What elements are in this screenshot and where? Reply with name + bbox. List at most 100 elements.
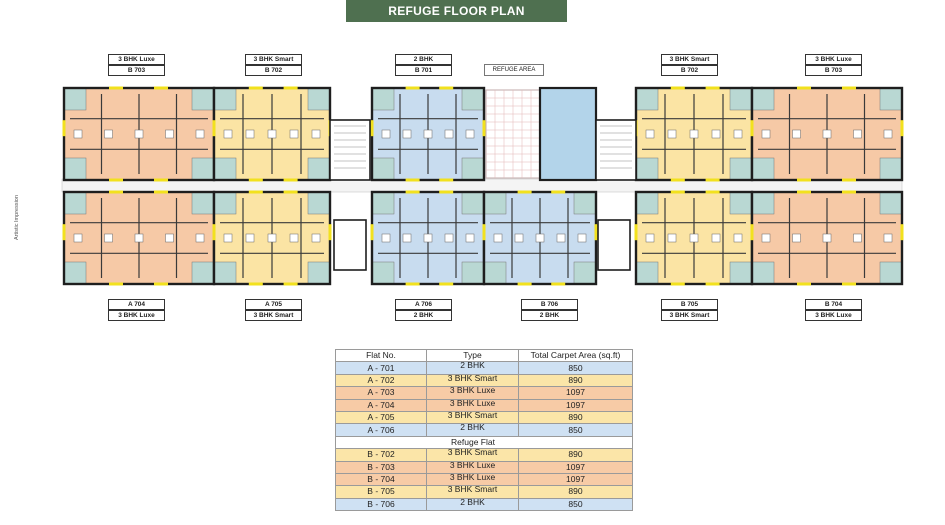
cell-flat: B - 706	[335, 497, 427, 512]
fixture	[165, 233, 174, 243]
balcony	[191, 261, 215, 285]
fixture	[165, 129, 174, 139]
balcony	[191, 87, 215, 111]
cell-type: 2 BHK	[426, 497, 519, 512]
unit-number-tag: B 702	[245, 65, 302, 76]
window	[370, 120, 374, 137]
cell-flat: A - 703	[335, 386, 427, 400]
fixture	[381, 233, 391, 243]
window	[670, 190, 685, 194]
fixture	[761, 233, 771, 243]
fixture	[493, 233, 503, 243]
fixture	[104, 129, 113, 139]
table-header-row: Flat No. Type Total Carpet Area (sq.ft)	[335, 348, 633, 363]
fixture	[761, 129, 771, 139]
balcony	[213, 87, 237, 111]
balcony	[635, 261, 659, 285]
window	[670, 86, 685, 90]
fixture	[822, 129, 832, 139]
unit-number-tag: B 704	[805, 299, 862, 310]
balcony	[63, 157, 87, 181]
cell-type: 3 BHK Luxe	[426, 472, 519, 487]
lift-core	[333, 219, 367, 271]
fixture	[381, 129, 391, 139]
cell-area: 850	[518, 423, 633, 437]
window	[154, 282, 168, 286]
fixture	[514, 233, 524, 243]
balcony	[635, 87, 659, 111]
balcony	[63, 191, 87, 215]
balcony	[371, 191, 395, 215]
balcony	[461, 191, 485, 215]
balcony	[751, 157, 775, 181]
fixture	[223, 233, 233, 243]
unit-type-tag: 3 BHK Luxe	[805, 310, 862, 321]
unit-number-tag: B 703	[805, 65, 862, 76]
cell-area: 1097	[518, 472, 633, 487]
window	[634, 224, 638, 241]
balcony	[191, 157, 215, 181]
cell-type: 3 BHK Luxe	[426, 398, 519, 412]
balcony	[879, 157, 903, 181]
window	[842, 190, 856, 194]
cell-area: 850	[518, 361, 633, 375]
fixture	[134, 233, 144, 243]
balcony	[191, 191, 215, 215]
unit-number-tag: B 703	[108, 65, 165, 76]
staircase-core	[329, 119, 371, 181]
unit-type-tag: 3 BHK Smart	[245, 54, 302, 65]
window	[109, 86, 123, 90]
window	[62, 120, 66, 137]
window	[670, 178, 685, 182]
fixture	[245, 129, 255, 139]
cell-area: 890	[518, 410, 633, 425]
window	[405, 190, 420, 194]
window	[283, 86, 298, 90]
fixture	[73, 233, 83, 243]
balcony	[573, 191, 597, 215]
balcony	[461, 87, 485, 111]
lift-core	[597, 219, 631, 271]
window	[439, 178, 454, 182]
balcony	[63, 87, 87, 111]
balcony	[879, 261, 903, 285]
window	[842, 178, 856, 182]
balcony	[461, 157, 485, 181]
unit-number-tag: B 705	[661, 299, 718, 310]
fixture	[402, 233, 412, 243]
window	[405, 178, 420, 182]
window	[248, 282, 263, 286]
cell-flat: B - 703	[335, 460, 427, 474]
unit-type-tag: 2 BHK	[395, 54, 452, 65]
refuge-area-label: REFUGE AREA	[484, 64, 544, 76]
cell-flat: A - 701	[335, 361, 427, 375]
cell-flat: B - 704	[335, 472, 427, 487]
fixture	[883, 129, 893, 139]
window	[482, 120, 486, 137]
balcony	[213, 261, 237, 285]
cell-type: 3 BHK Smart	[426, 373, 519, 388]
unit-number-tag: B 706	[521, 299, 578, 310]
balcony	[729, 87, 753, 111]
window	[370, 224, 374, 241]
table-row: Refuge Flat	[335, 435, 633, 450]
fixture	[311, 129, 321, 139]
balcony	[483, 191, 507, 215]
unit-number-tag: A 704	[108, 299, 165, 310]
window	[328, 224, 332, 241]
unit-type-tag: 3 BHK Luxe	[805, 54, 862, 65]
balcony	[213, 191, 237, 215]
window	[405, 86, 420, 90]
fixture	[311, 233, 321, 243]
cell-flat: B - 705	[335, 485, 427, 499]
window	[283, 190, 298, 194]
window	[705, 190, 720, 194]
cell-flat: A - 704	[335, 398, 427, 412]
